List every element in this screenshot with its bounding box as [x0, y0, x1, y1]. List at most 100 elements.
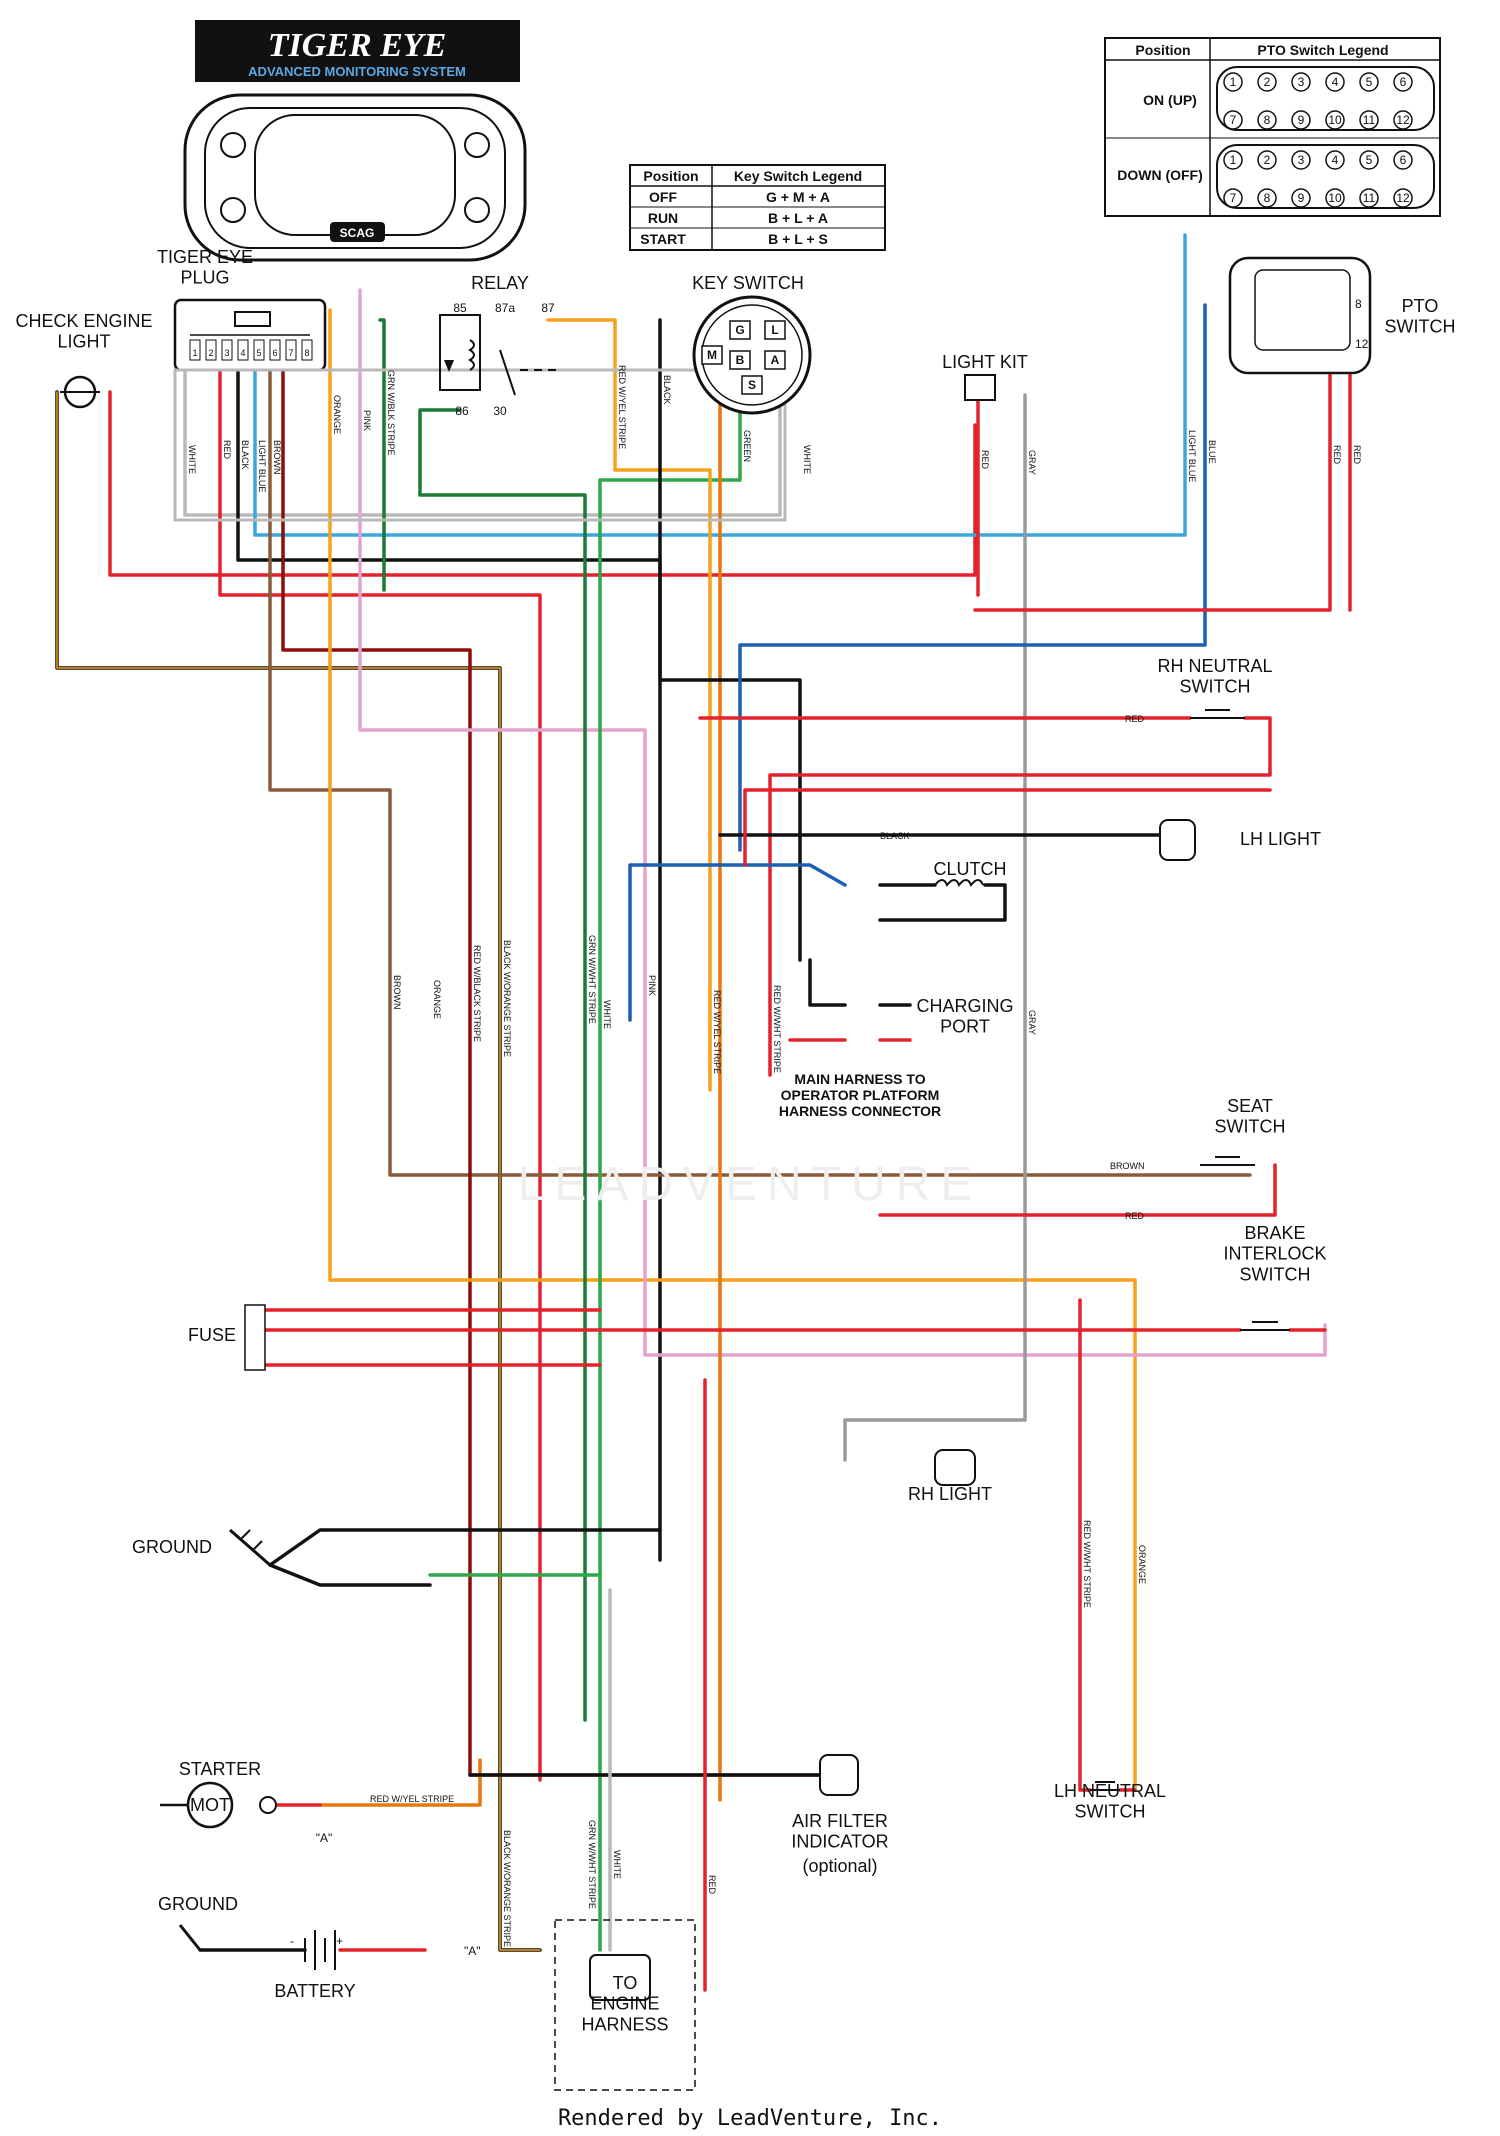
switch-symbol — [1090, 709, 1290, 1791]
relay-pin-87a: 87a — [495, 301, 515, 315]
pto-legend-pin — [1291, 150, 1311, 170]
wire-label-white-engine: WHITE — [612, 1850, 622, 1879]
pto-legend-pin-label: 1 — [1230, 75, 1237, 89]
battery-plus: + — [336, 1934, 343, 1948]
pto-legend-pin-label: 3 — [1298, 75, 1305, 89]
wire-label-brown-trunk: BROWN — [392, 975, 402, 1010]
wire-label-red-wyel-starter: RED W/YEL STRIPE — [370, 1794, 454, 1804]
light-kit-label: LIGHT KIT — [942, 352, 1028, 372]
logo-brand: TIGER EYE — [268, 27, 447, 64]
wire-label-grn-wblk: GRN W/BLK STRIPE — [386, 370, 396, 456]
plug-pin-label: 4 — [240, 348, 245, 358]
key-switch-pin — [764, 320, 786, 340]
wire-charging-black — [808, 958, 912, 1007]
pto-legend-pin-label: 4 — [1332, 153, 1339, 167]
wire-fuse — [253, 1308, 602, 1367]
tiger-eye-panel: SCAG — [183, 93, 527, 262]
pto-legend-pin-label: 4 — [1332, 75, 1339, 89]
fuse-symbol — [244, 1304, 266, 1371]
pto-legend-pin-label: 7 — [1230, 113, 1237, 127]
plug-pin — [189, 339, 201, 361]
wire-label-orange: ORANGE — [332, 395, 342, 434]
plug-pin — [269, 339, 281, 361]
key-legend-off-value: G + M + A — [766, 189, 830, 205]
pto-legend-pin — [1359, 110, 1379, 130]
wire-label-grn-wwht-engine: GRN W/WHT STRIPE — [587, 1820, 597, 1909]
tiger-eye-logo: TIGER EYE ADVANCED MONITORING SYSTEM — [195, 20, 520, 82]
key-switch-pin-label: S — [748, 378, 756, 392]
wire-label-black-key: BLACK — [662, 375, 672, 405]
key-legend-header-position: Position — [643, 168, 698, 184]
pto-legend-pin — [1325, 188, 1345, 208]
plug-pin — [301, 339, 313, 361]
point-a-starter: "A" — [316, 1831, 333, 1845]
wire-label-white-trunk: WHITE — [602, 1000, 612, 1029]
panel-button-icon — [220, 197, 246, 223]
panel-button-icon — [220, 132, 246, 158]
pto-legend-pin-label: 12 — [1396, 113, 1410, 127]
pto-legend-pin — [1223, 72, 1243, 92]
wire-orange — [328, 308, 1137, 1792]
pto-legend-pin — [1393, 188, 1413, 208]
pto-legend-pin-label: 2 — [1264, 153, 1271, 167]
pto-legend-pin — [1291, 110, 1311, 130]
wire-harness — [55, 233, 1352, 1992]
ground-2-label: GROUND — [158, 1894, 238, 1914]
pto-legend-pin-label: 5 — [1366, 153, 1373, 167]
wire-red-seat — [878, 1163, 1277, 1217]
wire-black-plug — [236, 368, 662, 1562]
wire-red-rh-neutral — [698, 716, 1272, 1077]
pto-legend-pin — [1325, 150, 1345, 170]
watermark: LEADVENTURE — [518, 1158, 983, 1211]
pto-legend-pin-label: 6 — [1400, 75, 1407, 89]
wire-green-key — [598, 398, 742, 1952]
key-legend-run-value: B + L + A — [768, 210, 828, 226]
plug-pin-label: 6 — [272, 348, 277, 358]
plug-pin-label: 2 — [208, 348, 213, 358]
pto-legend-pin-label: 7 — [1230, 191, 1237, 205]
wire-label-red-engine: RED — [707, 1875, 717, 1895]
pto-legend-pin-label: 8 — [1264, 191, 1271, 205]
pto-legend-pin — [1359, 188, 1379, 208]
pto-legend-pin-label: 3 — [1298, 153, 1305, 167]
pto-legend-pin-label: 5 — [1366, 75, 1373, 89]
wire-label-red-wblack: RED W/BLACK STRIPE — [472, 945, 482, 1042]
pto-legend-pin — [1257, 110, 1277, 130]
pto-legend-pin-label: 9 — [1298, 191, 1305, 205]
key-legend-off: OFF — [649, 189, 677, 205]
wire-label-white-key: WHITE — [802, 445, 812, 474]
pto-legend-pin-label: 11 — [1363, 113, 1376, 127]
key-switch-pin — [701, 345, 723, 365]
pto-legend-header-position: Position — [1135, 42, 1190, 58]
pto-legend-down: DOWN (OFF) — [1117, 167, 1203, 183]
starter-label: STARTER — [179, 1759, 261, 1779]
pto-legend-pin — [1325, 110, 1345, 130]
pto-legend-pin — [1257, 188, 1277, 208]
pto-switch-legend: Position PTO Switch Legend ON (UP) DOWN … — [1104, 37, 1441, 217]
wire-label-red-pto-2: RED — [1352, 445, 1362, 465]
wire-label-orange-lh: ORANGE — [1137, 1545, 1147, 1584]
plug-pin-label: 8 — [304, 348, 309, 358]
relay-pin-85: 85 — [453, 301, 467, 315]
pto-legend-pin — [1359, 72, 1379, 92]
battery-minus: - — [290, 1934, 294, 1948]
pto-pin-12: 12 — [1355, 337, 1369, 351]
wire-black-orange — [55, 390, 542, 1952]
logo-backdrop — [195, 20, 520, 82]
pto-legend-header-title: PTO Switch Legend — [1257, 42, 1388, 58]
wire-label-red-rh-neutral: RED — [1125, 714, 1145, 724]
ground-symbol — [229, 1528, 271, 1567]
wire-clutch-red — [743, 788, 1272, 867]
clutch-label: CLUTCH — [933, 859, 1006, 879]
wire-label-pink-trunk: PINK — [647, 975, 657, 996]
wire-label-brown: BROWN — [272, 440, 282, 475]
wire-red-check-engine — [108, 390, 977, 577]
wire-label-gray-trunk: GRAY — [1027, 1010, 1037, 1035]
pto-legend-pin — [1325, 72, 1345, 92]
